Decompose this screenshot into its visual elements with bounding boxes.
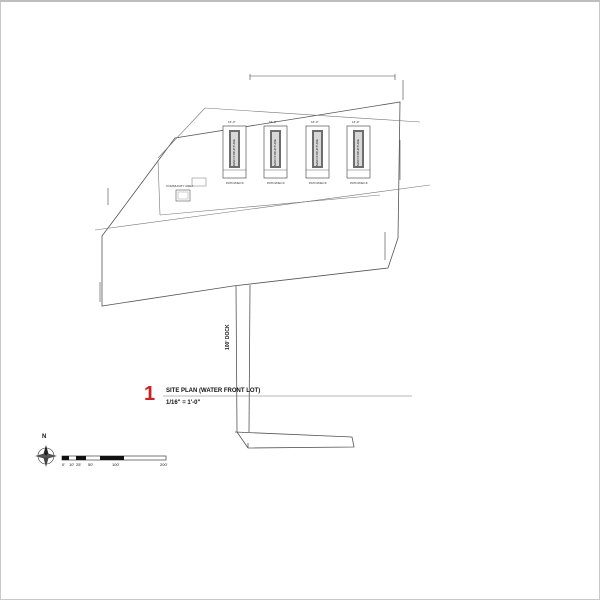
- frame-top-border: [0, 0, 600, 2]
- north-arrow-icon: [35, 445, 57, 467]
- scale-tick-label: 10': [69, 462, 75, 467]
- building-core: [231, 132, 238, 166]
- dock: [234, 284, 355, 449]
- scale-tick-label: 25': [76, 462, 82, 467]
- road-lines: [94, 107, 431, 231]
- scale-bar: [61, 455, 167, 461]
- drawing-number: 1: [144, 383, 156, 405]
- patio-label: PATIO/DECK: [267, 181, 285, 185]
- scale-tick-label: 0': [62, 462, 65, 467]
- drawing-title: SITE PLAN (WATER FRONT LOT): [166, 388, 261, 394]
- north-label: N: [42, 434, 47, 440]
- building-dim: 16'-0": [269, 120, 277, 124]
- drawing-scale: 1/16" = 1'-0": [166, 400, 201, 406]
- building-core: [355, 132, 362, 166]
- scale-tick-label: 50': [88, 462, 94, 467]
- building-core: [272, 132, 279, 166]
- community-label: COMMUNITY AREA: [166, 184, 194, 188]
- community-area: [175, 177, 207, 202]
- scale-tick-label: 200': [160, 462, 168, 467]
- building-dim: 16'-0": [228, 120, 236, 124]
- patio-label: PATIO/DECK: [350, 181, 368, 185]
- buildings-group: [222, 125, 371, 179]
- dimension-marks: [99, 74, 404, 302]
- dock-label: 100' DOCK: [225, 324, 231, 350]
- scale-tick-label: 100': [112, 462, 120, 467]
- building-dim: 16'-0": [352, 120, 360, 124]
- building-dim: 16'-0": [311, 120, 319, 124]
- patio-label: PATIO/DECK: [309, 181, 327, 185]
- building-core: [314, 132, 321, 166]
- patio-label: PATIO/DECK: [226, 181, 244, 185]
- building-label: MAIN STRUCTURE: [356, 139, 360, 166]
- building-label: MAIN STRUCTURE: [315, 139, 319, 166]
- building-label: MAIN STRUCTURE: [273, 139, 277, 166]
- building-label: MAIN STRUCTURE: [232, 139, 236, 166]
- property-boundary: [101, 101, 401, 307]
